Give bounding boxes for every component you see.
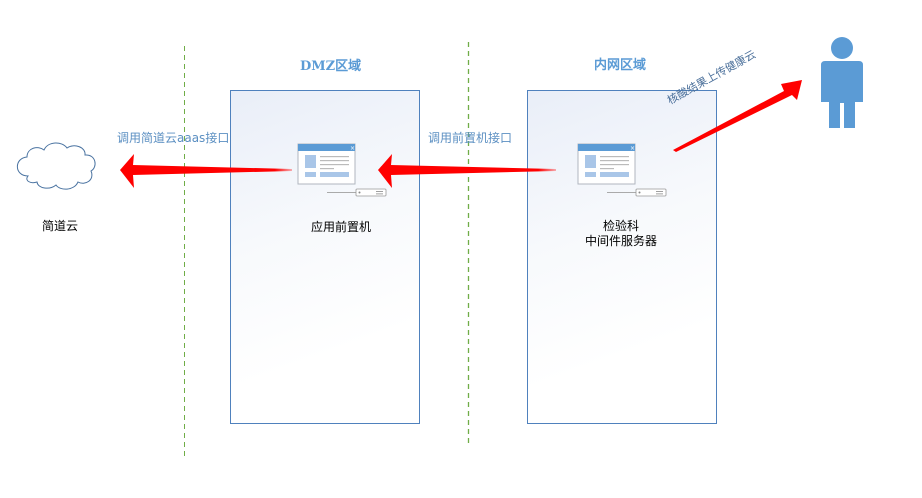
server-window-icon: × bbox=[297, 143, 387, 197]
intranet-zone-title: 内网区域 bbox=[594, 58, 647, 73]
dmz-zone-title: DMZ区域 bbox=[300, 59, 362, 74]
person-icon bbox=[821, 37, 863, 128]
cloud-label: 简道云 bbox=[42, 219, 79, 233]
arrow-front-to-cloud bbox=[120, 154, 292, 188]
front-server-label: 应用前置机 bbox=[311, 220, 372, 234]
arrow-lab-to-front bbox=[378, 154, 556, 188]
edge-label-lab-to-front: 调用前置机接口 bbox=[428, 131, 513, 145]
svg-text:×: × bbox=[350, 145, 355, 152]
arrow-lab-to-user bbox=[673, 80, 802, 152]
edge-label-front-to-cloud: 调用简道云aaas接口 bbox=[117, 131, 230, 145]
lab-server-label-line2: 中间件服务器 bbox=[585, 234, 658, 248]
cloud-icon bbox=[16, 142, 96, 190]
server-window-icon: × bbox=[577, 143, 667, 197]
svg-text:×: × bbox=[630, 145, 635, 152]
lab-server-label-line1: 检验科 bbox=[603, 219, 640, 233]
